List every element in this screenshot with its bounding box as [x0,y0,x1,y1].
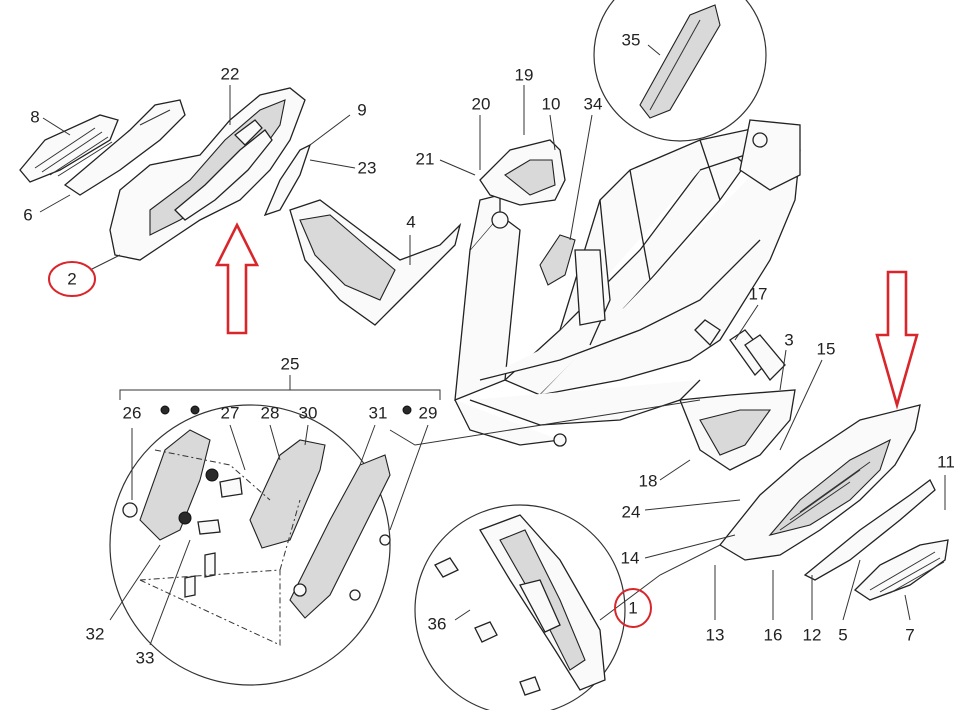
callout-15: 15 [816,339,836,359]
detail-1 [414,504,721,710]
callout-29: 29 [418,403,438,423]
callout-35: 35 [621,30,641,50]
chassis-frame [454,119,801,447]
callout-10: 10 [541,94,561,114]
callout-2: 2 [67,269,77,289]
callout-31: 31 [368,403,388,423]
up-arrow-icon [214,222,260,335]
highlight-circle-2 [48,261,96,297]
red-markers [48,222,919,628]
callout-4: 4 [406,212,416,232]
callout-24: 24 [621,502,641,522]
callout-23: 23 [357,158,377,178]
part-34-clip [539,234,576,286]
callout-20: 20 [471,94,491,114]
callout-11: 11 [937,452,955,472]
callout-17: 17 [748,284,768,304]
callout-30: 30 [298,403,318,423]
highlight-circle-1 [614,588,652,628]
callout-6: 6 [23,205,33,225]
callout-7: 7 [905,625,915,645]
callout-19: 19 [514,65,534,85]
part-1-footboard [719,404,921,561]
callout-18: 18 [638,471,658,491]
callout-25: 25 [280,354,300,374]
callout-12: 12 [802,625,822,645]
down-arrow-icon [875,270,919,410]
callout-28: 28 [260,403,280,423]
callout-8: 8 [30,107,40,127]
callout-14: 14 [620,548,640,568]
callout-5: 5 [838,625,848,645]
callout-22: 22 [220,64,240,84]
part-6-panel [63,99,186,196]
detail-25 [109,389,701,686]
callout-26: 26 [122,403,142,423]
callout-16: 16 [763,625,783,645]
part-12-strip [803,479,936,581]
part-17-brackets [694,319,786,382]
part-8-grille [19,114,119,183]
part-7-grille [853,539,949,601]
part-2-leg-shield [109,87,306,261]
callout-13: 13 [705,625,725,645]
callout-9: 9 [357,100,367,120]
part-3-inner-panel [679,389,796,471]
callout-1: 1 [628,598,638,618]
callout-36: 36 [427,614,447,634]
callout-27: 27 [220,403,240,423]
callout-32: 32 [85,624,105,644]
detail-35 [593,0,767,142]
part-4-inner-cover [289,199,462,326]
callout-33: 33 [135,648,155,668]
callout-21: 21 [415,149,435,169]
leader-lines [39,44,946,646]
callout-3: 3 [784,330,794,350]
part-10-bracket [479,139,566,206]
callout-34: 34 [583,94,603,114]
